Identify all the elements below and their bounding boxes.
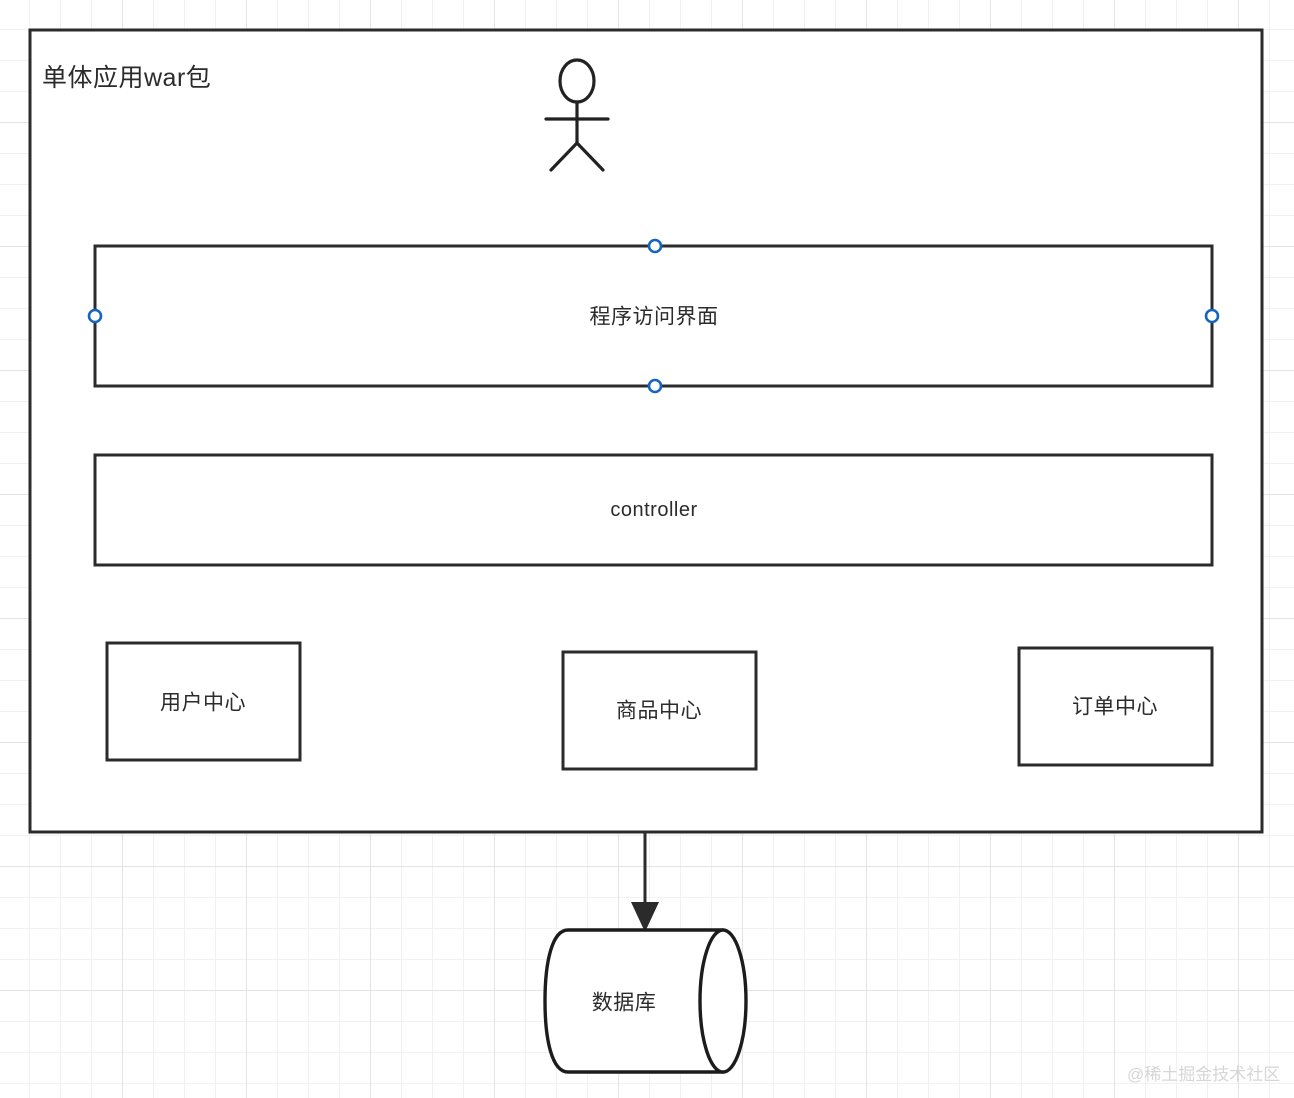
node-product-center-box[interactable]	[561, 650, 758, 771]
selection-handles-interface[interactable]	[87, 238, 1220, 394]
node-label-database: 数据库	[591, 991, 657, 1015]
node-database-cylinder[interactable]	[543, 928, 748, 1074]
node-label-product-center: 商品中心	[616, 699, 702, 723]
node-controller-box[interactable]	[93, 453, 1214, 567]
node-label-user-center: 用户中心	[160, 691, 246, 715]
handle-left-icon[interactable]	[87, 308, 103, 324]
handle-bottom-icon[interactable]	[647, 378, 663, 394]
database-body-shape	[543, 928, 725, 1074]
node-label-order-center: 订单中心	[1072, 695, 1158, 719]
node-label-controller: controller	[610, 499, 698, 521]
database-cap-ellipse	[698, 928, 748, 1074]
node-label-interface: 程序访问界面	[589, 305, 719, 329]
container-title: 单体应用war包	[42, 64, 212, 92]
edge-app-to-database-arrowhead	[631, 902, 659, 932]
actor-leg-left-line	[549, 141, 579, 172]
edge-app-to-database[interactable]	[631, 832, 659, 932]
watermark: @稀土掘金技术社区	[1127, 1065, 1281, 1084]
handle-right-icon[interactable]	[1204, 308, 1220, 324]
actor-leg-right-line	[575, 141, 605, 172]
node-order-center-box[interactable]	[1017, 646, 1214, 767]
node-user-center-box[interactable]	[105, 641, 302, 762]
user-actor-icon	[544, 58, 610, 172]
handle-top-icon[interactable]	[647, 238, 663, 254]
